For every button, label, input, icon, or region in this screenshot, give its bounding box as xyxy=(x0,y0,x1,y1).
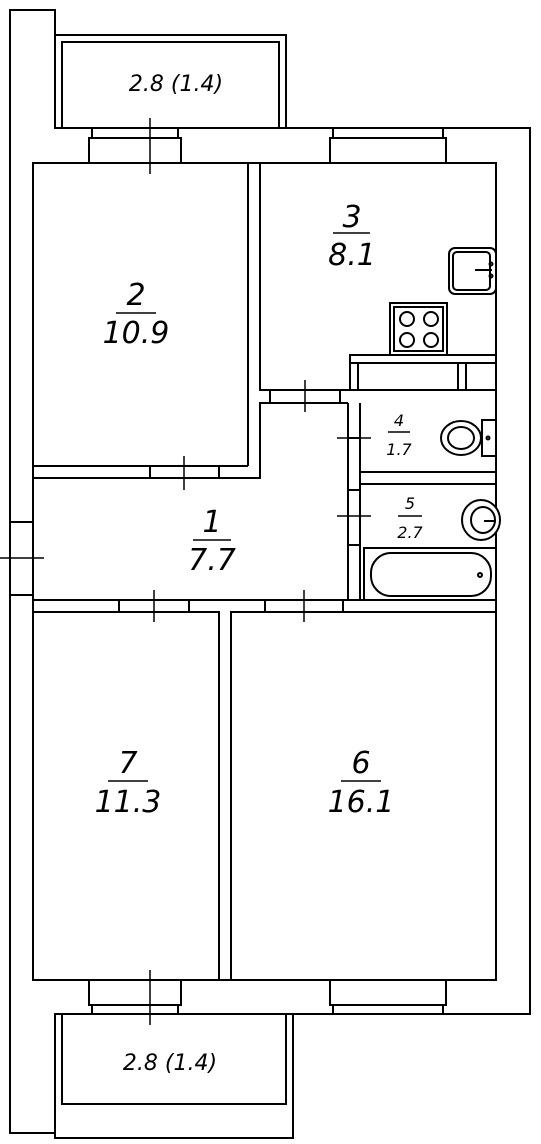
room-area: 11.3 xyxy=(95,785,162,820)
room-number: 2 xyxy=(126,278,145,313)
room-label-5: 5 2.7 xyxy=(397,494,423,542)
room-label-3: 3 8.1 xyxy=(328,200,376,273)
balcony-bottom xyxy=(54,1013,294,1139)
room-number: 1 xyxy=(202,505,221,540)
room-number: 5 xyxy=(405,494,415,513)
windows xyxy=(88,128,447,1014)
room-number: 7 xyxy=(118,746,137,781)
room-area: 16.1 xyxy=(328,785,395,820)
room-area: 8.1 xyxy=(328,238,376,273)
balcony-bottom-area: 2.8 (1.4) xyxy=(123,1051,217,1076)
balcony-top-area: 2.8 (1.4) xyxy=(129,72,223,97)
room-label-7: 7 11.3 xyxy=(95,746,162,820)
room-number: 6 xyxy=(351,746,370,781)
room-area: 7.7 xyxy=(188,543,236,578)
room-area: 2.7 xyxy=(397,523,423,542)
kitchen-sink-icon xyxy=(448,247,497,295)
washbasin-icon xyxy=(461,499,501,541)
room-label-1: 1 7.7 xyxy=(188,505,236,578)
kitchen-counter xyxy=(349,354,497,390)
interior-walls xyxy=(10,163,496,980)
room-label-2: 2 10.9 xyxy=(103,278,170,351)
door-marks xyxy=(0,118,371,1025)
room-area: 1.7 xyxy=(386,440,412,459)
balcony-top xyxy=(55,34,287,129)
room-label-6: 6 16.1 xyxy=(328,746,395,820)
bathtub-icon xyxy=(363,547,497,601)
room-number: 3 xyxy=(342,200,361,235)
room-area: 10.9 xyxy=(103,316,170,351)
room-number: 4 xyxy=(394,411,404,430)
toilet-icon xyxy=(440,419,497,457)
stove-icon xyxy=(389,302,448,356)
room-label-4: 4 1.7 xyxy=(386,411,412,459)
